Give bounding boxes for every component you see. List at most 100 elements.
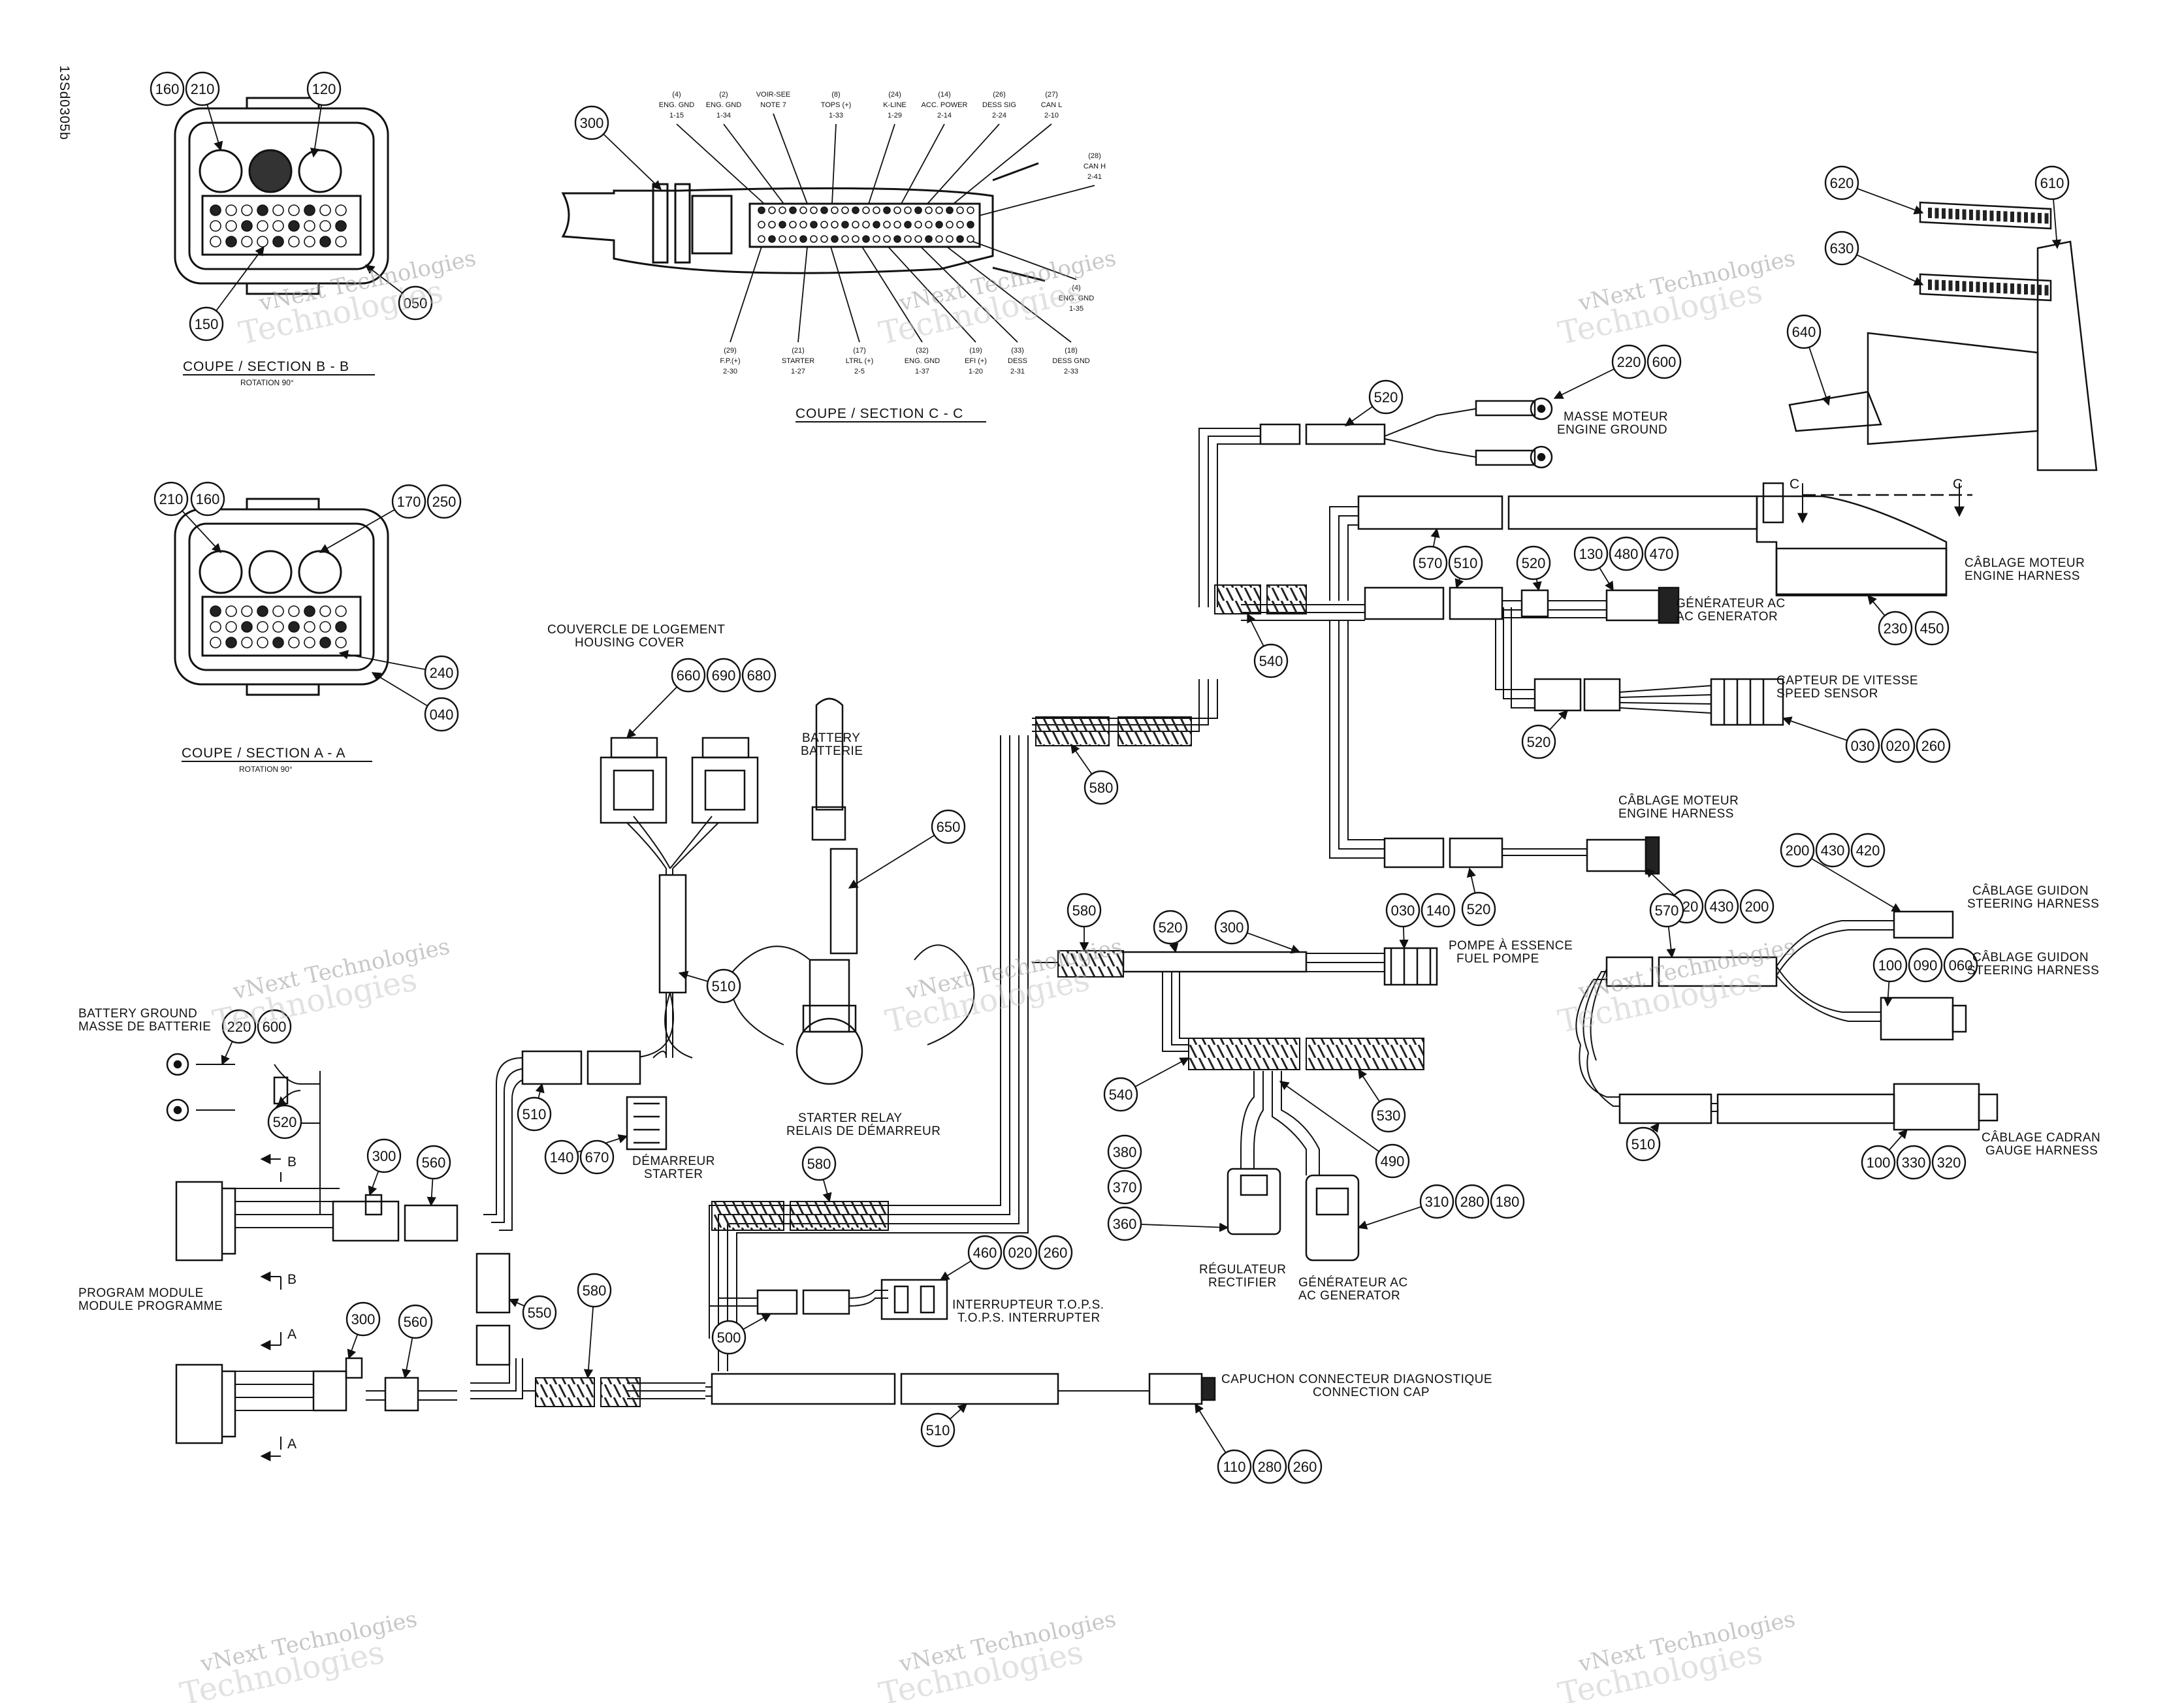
callout-number: 530 bbox=[1377, 1107, 1401, 1124]
callout-number: 690 bbox=[712, 667, 736, 684]
connector-pin bbox=[272, 220, 284, 232]
connector-pin bbox=[799, 206, 807, 214]
pin-leader bbox=[830, 246, 860, 343]
label-ac-generator-2-fr: GÉNÉRATEUR AC bbox=[1298, 1276, 1408, 1290]
pin-label-line: (26) bbox=[993, 91, 1006, 99]
callout-560: 560 bbox=[398, 1304, 433, 1339]
connector-pin bbox=[789, 206, 797, 214]
label-fuel-pump: POMPE À ESSENCE FUEL POMPE bbox=[1449, 939, 1573, 966]
pin-label-line: EFI (+) bbox=[965, 357, 987, 365]
callout-number: 370 bbox=[1113, 1179, 1137, 1196]
callout-030: 030 bbox=[1385, 893, 1421, 928]
callout-number: 580 bbox=[583, 1282, 607, 1299]
connector-pin bbox=[810, 235, 818, 243]
connector-pin bbox=[967, 206, 974, 214]
callout-circle bbox=[741, 658, 777, 693]
label-ac-generator-2: GÉNÉRATEUR AC AC GENERATOR bbox=[1298, 1276, 1408, 1303]
callout-circle bbox=[1626, 1126, 1661, 1162]
connector-pin bbox=[758, 206, 765, 214]
connector-pin bbox=[914, 235, 922, 243]
connector-pin bbox=[304, 621, 315, 633]
connector-pin bbox=[956, 235, 964, 243]
spare-pin bbox=[1955, 209, 1959, 219]
callout-480: 480 bbox=[1609, 536, 1644, 571]
connector-pin bbox=[852, 235, 859, 243]
callout-circle bbox=[579, 1139, 615, 1175]
callout-circle bbox=[1872, 947, 1908, 983]
section-aa-title: COUPE / SECTION A - A ROTATION 90° bbox=[182, 746, 372, 774]
connector-pin bbox=[241, 236, 253, 247]
connector-pin bbox=[272, 236, 284, 247]
connector-pin bbox=[799, 221, 807, 229]
spare-pin bbox=[2024, 284, 2028, 294]
callout-450: 450 bbox=[1914, 611, 1950, 646]
label-starter: DÉMARREUR STARTER bbox=[632, 1154, 715, 1181]
label-housing-cover: COUVERCLE DE LOGEMENT HOUSING COVER bbox=[547, 623, 725, 650]
pin-label-line: 2-30 bbox=[723, 368, 737, 375]
callout-150: 150 bbox=[189, 306, 224, 342]
label-tops-interrupter-fr: INTERRUPTEUR T.O.P.S. bbox=[952, 1298, 1104, 1312]
connector-pin bbox=[257, 637, 268, 648]
callout-circle bbox=[1419, 1184, 1454, 1219]
label-engine-harness-1-fr: CÂBLAGE MOTEUR bbox=[1965, 556, 2085, 570]
callout-circle bbox=[1107, 1170, 1142, 1205]
callout-circle bbox=[517, 1096, 552, 1132]
connector-pin bbox=[862, 206, 870, 214]
connector-pin bbox=[304, 220, 315, 232]
callout-640: 640 bbox=[1786, 314, 1822, 349]
label-connection-cap: CAPUCHON CONNECTEUR DIAGNOSTIQUE CONNECT… bbox=[1221, 1373, 1492, 1399]
pin-label-line: K-LINE bbox=[883, 101, 906, 109]
callout-circle bbox=[221, 1009, 257, 1044]
section-aa-title-text: COUPE / SECTION A - A bbox=[182, 746, 345, 761]
callout-520: 520 bbox=[1521, 724, 1556, 759]
pin-leader bbox=[920, 246, 1018, 343]
callout-number: 510 bbox=[712, 978, 736, 995]
spare-pin bbox=[2024, 212, 2028, 223]
callout-140: 140 bbox=[544, 1139, 579, 1175]
section-markers bbox=[260, 483, 1965, 1461]
pin-label-line: TOPS (+) bbox=[821, 101, 852, 109]
callout-number: 540 bbox=[1109, 1087, 1133, 1103]
callout-number: 380 bbox=[1113, 1144, 1137, 1160]
callout-number: 020 bbox=[1886, 738, 1910, 754]
connector-pin bbox=[335, 621, 347, 633]
callout-300: 300 bbox=[1214, 910, 1249, 945]
connector-pin bbox=[288, 204, 300, 216]
callout-160: 160 bbox=[190, 481, 225, 517]
section-aa-connector bbox=[174, 498, 389, 696]
callout-number: 560 bbox=[404, 1314, 428, 1330]
callout-090: 090 bbox=[1908, 947, 1943, 983]
pin-label-line: (21) bbox=[792, 347, 805, 355]
spare-pin bbox=[1983, 282, 1987, 293]
pin-label-line: CAN H bbox=[1084, 163, 1106, 170]
callout-circle bbox=[416, 1145, 451, 1180]
spare-pin bbox=[1935, 208, 1939, 219]
pin-label-line: (32) bbox=[916, 347, 929, 355]
callout-510: 510 bbox=[1448, 545, 1483, 581]
connector-pin bbox=[904, 206, 912, 214]
callout-520: 520 bbox=[1516, 545, 1551, 581]
callout-300: 300 bbox=[345, 1301, 381, 1337]
callout-circle bbox=[424, 655, 459, 690]
callout-200: 200 bbox=[1739, 889, 1774, 924]
connector-pin bbox=[225, 236, 237, 247]
callout-number: 160 bbox=[196, 491, 220, 507]
callout-circle bbox=[424, 697, 459, 732]
callout-280: 280 bbox=[1252, 1449, 1287, 1484]
callout-circle bbox=[1644, 536, 1679, 571]
spare-pin bbox=[1997, 211, 2000, 221]
spare-pin bbox=[1942, 280, 1946, 291]
callout-420: 420 bbox=[1850, 833, 1886, 868]
pin-label-line: ENG. GND bbox=[659, 101, 694, 109]
callout-number: 540 bbox=[1259, 653, 1283, 669]
callout-number: 520 bbox=[1374, 389, 1398, 406]
connector-pin bbox=[914, 221, 922, 229]
callout-210: 210 bbox=[153, 481, 189, 517]
connector-pin bbox=[873, 221, 880, 229]
callout-number: 150 bbox=[195, 316, 219, 332]
pin-leader bbox=[953, 123, 1052, 204]
callout-leader bbox=[1279, 1081, 1393, 1162]
callout-number: 520 bbox=[1522, 555, 1546, 571]
callout-number: 300 bbox=[1220, 919, 1244, 936]
